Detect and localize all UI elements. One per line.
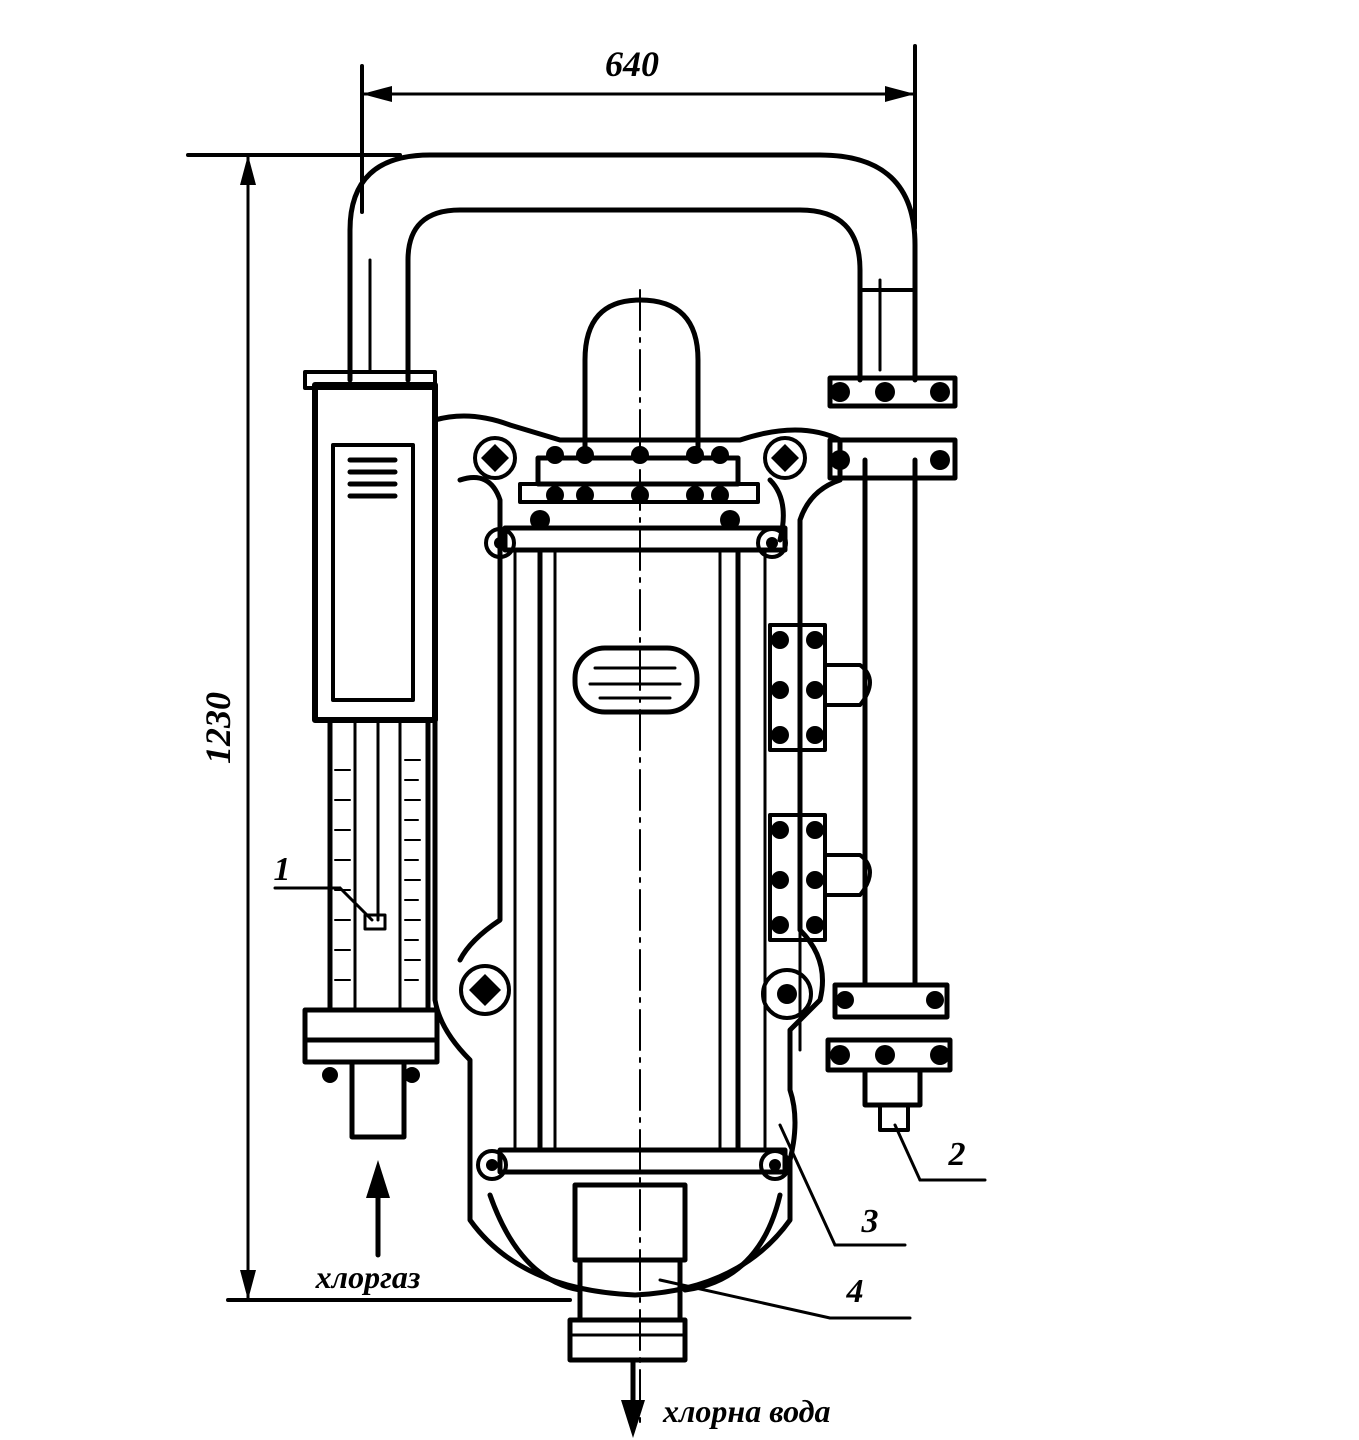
main-cylinder (497, 525, 788, 1175)
outlet-arrow (621, 1357, 645, 1438)
dimension-width: 640 (360, 44, 917, 230)
rotameter (302, 370, 440, 1140)
callout-label-2: 2 (948, 1136, 966, 1173)
callout-label-1: 1 (274, 851, 291, 888)
width-dimension-label: 640 (605, 44, 659, 84)
callout-leaders (273, 886, 987, 1320)
top-dome (582, 289, 701, 1431)
height-dimension-label: 1230 (198, 692, 238, 764)
callout-label-3: 3 (861, 1203, 879, 1240)
inlet-flow-label: хлоргаз (315, 1259, 421, 1295)
callout-label-4: 4 (846, 1273, 864, 1310)
bottom-outlet (487, 1182, 783, 1363)
dimension-height: 1230 (186, 153, 572, 1302)
cylinder-corner-bolts (476, 510, 791, 1181)
inlet-arrow (366, 1160, 390, 1258)
top-pipe (347, 152, 918, 383)
diamond-bolts (459, 436, 813, 1020)
valve-bolts (322, 382, 950, 1083)
outlet-flow-label: хлорна вода (662, 1393, 831, 1429)
top-flange (518, 446, 760, 504)
